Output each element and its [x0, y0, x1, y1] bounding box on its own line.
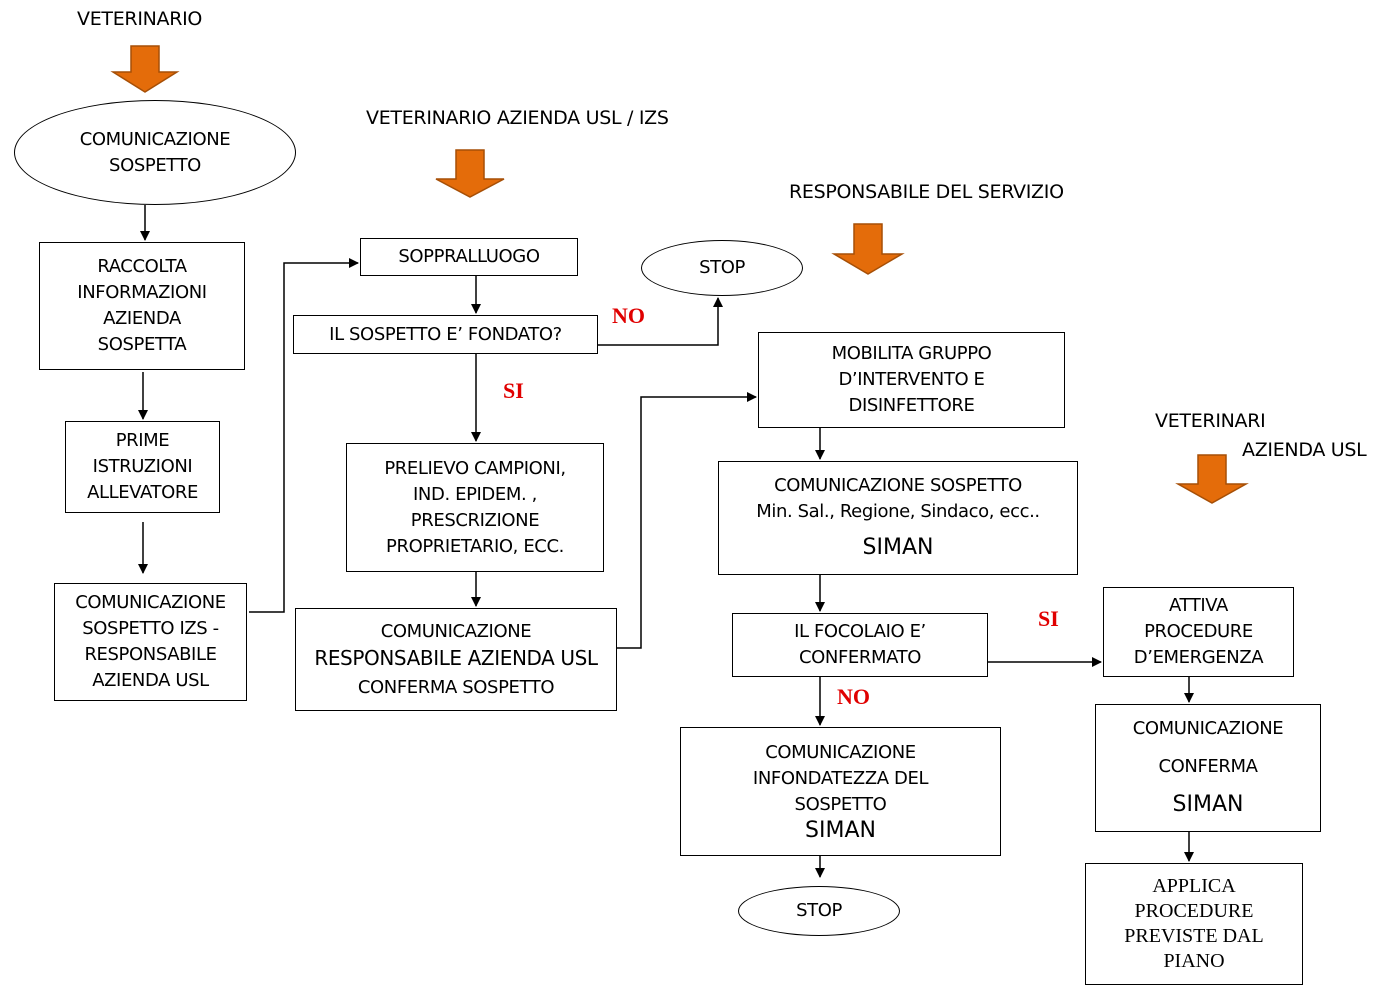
node-text: COMUNICAZIONE	[380, 620, 532, 642]
node-text: APPLICA	[1152, 875, 1236, 897]
node-text: AZIENDA USL	[92, 670, 209, 691]
node-sopralluogo: SOPPRALLUOGO	[360, 238, 578, 276]
node-text: ATTIVA	[1169, 595, 1228, 616]
node-text: COMUNICAZIONE	[75, 592, 226, 613]
node-text: PREVISTE DAL	[1124, 925, 1264, 947]
connector	[617, 392, 757, 649]
node-text: SOSPETTO	[109, 154, 201, 176]
node-text: AZIENDA	[103, 308, 181, 329]
node-text: STOP	[699, 257, 745, 278]
node-text: CONFERMA	[1158, 756, 1258, 777]
node-text: SOSPETTO	[794, 793, 887, 815]
connector	[598, 297, 723, 346]
node-text: COMUNICAZIONE SOSPETTO	[774, 475, 1022, 496]
actor-arrow-veterinario	[110, 45, 180, 93]
node-text: STOP	[796, 900, 842, 921]
node-text: COMUNICAZIONE	[1132, 718, 1284, 739]
node-comunicazione-sospetto-ministero: COMUNICAZIONE SOSPETTO Min. Sal., Region…	[718, 461, 1078, 575]
node-comunicazione-sospetto: COMUNICAZIONE SOSPETTO	[14, 100, 296, 205]
node-text: INFONDATEZZA DEL	[752, 767, 929, 789]
branch-label-si: SI	[503, 378, 524, 403]
node-text: PRELIEVO CAMPIONI,	[384, 457, 566, 479]
actor-label-azienda-usl: AZIENDA USL	[1242, 439, 1367, 461]
node-text: SIMAN	[805, 817, 876, 843]
node-text: ISTRUZIONI	[92, 456, 193, 477]
node-raccolta-informazioni: RACCOLTA INFORMAZIONI AZIENDA SOSPETTA	[39, 242, 245, 370]
actor-label-vet-usl-izs: VETERINARIO AZIENDA USL / IZS	[366, 107, 669, 129]
actor-label-veterinario: VETERINARIO	[77, 8, 203, 30]
node-text: SIMAN	[1172, 792, 1244, 817]
node-text: SOPPRALLUOGO	[398, 246, 540, 267]
actor-label-veterinari: VETERINARI	[1155, 410, 1266, 432]
node-text: PROCEDURE	[1144, 621, 1253, 642]
node-text: SIMAN	[862, 535, 934, 560]
node-text: RESPONSABILE	[84, 644, 217, 665]
node-comunicazione-responsabile: COMUNICAZIONE RESPONSABILE AZIENDA USL C…	[295, 608, 617, 711]
actor-arrow-responsabile	[831, 223, 905, 275]
node-text: CONFERMATO	[798, 647, 922, 668]
node-attiva-procedure: ATTIVA PROCEDURE D’EMERGENZA	[1103, 587, 1294, 677]
node-text: IL SOSPETTO E’ FONDATO?	[329, 323, 562, 345]
branch-label-si: SI	[1038, 606, 1059, 631]
node-comunicazione-izs: COMUNICAZIONE SOSPETTO IZS - RESPONSABIL…	[54, 583, 247, 701]
node-text: ALLEVATORE	[87, 482, 198, 503]
node-text: D’EMERGENZA	[1133, 647, 1264, 668]
node-applica-procedure: APPLICA PROCEDURE PREVISTE DAL PIANO	[1085, 863, 1303, 985]
node-comunicazione-conferma: COMUNICAZIONE CONFERMA SIMAN	[1095, 704, 1321, 832]
node-text: DISINFETTORE	[848, 395, 975, 416]
node-text: RESPONSABILE AZIENDA USL	[314, 645, 598, 670]
node-text: PIANO	[1163, 950, 1225, 972]
node-prime-istruzioni: PRIME ISTRUZIONI ALLEVATORE	[65, 421, 220, 513]
node-focolaio-confermato: IL FOCOLAIO E’ CONFERMATO	[732, 613, 988, 677]
node-comunicazione-infondatezza: COMUNICAZIONE INFONDATEZZA DEL SOSPETTO …	[680, 727, 1001, 856]
node-text: PRIME	[115, 430, 170, 451]
actor-arrow-vet-usl-izs	[435, 149, 505, 198]
node-text: PRESCRIZIONE	[410, 509, 540, 531]
node-text: SOSPETTA	[97, 334, 187, 355]
actor-label-responsabile: RESPONSABILE DEL SERVIZIO	[789, 181, 1064, 203]
node-text: INFORMAZIONI	[77, 282, 207, 303]
node-mobilita-gruppo: MOBILITA GRUPPO D’INTERVENTO E DISINFETT…	[758, 332, 1065, 428]
node-text: MOBILITA GRUPPO	[831, 343, 992, 364]
node-text: RACCOLTA	[97, 256, 187, 277]
node-text: PROPRIETARIO, ECC.	[386, 535, 564, 557]
branch-label-no: NO	[612, 303, 645, 328]
node-text: CONFERMA SOSPETTO	[357, 676, 555, 698]
connector	[249, 258, 359, 613]
node-text: IND. EPIDEM. ,	[413, 483, 537, 505]
node-text: Min. Sal., Regione, Sindaco, ecc..	[756, 501, 1040, 522]
branch-label-no: NO	[837, 684, 870, 709]
node-text: D’INTERVENTO E	[838, 369, 985, 390]
actor-arrow-veterinari	[1175, 454, 1249, 504]
node-text: IL FOCOLAIO E’	[794, 621, 926, 642]
node-text: COMUNICAZIONE	[79, 128, 231, 150]
node-prelievo-campioni: PRELIEVO CAMPIONI, IND. EPIDEM. , PRESCR…	[346, 443, 604, 572]
node-text: PROCEDURE	[1134, 900, 1254, 922]
node-sospetto-fondato: IL SOSPETTO E’ FONDATO?	[293, 315, 598, 354]
node-text: COMUNICAZIONE	[765, 741, 916, 763]
node-stop-2: STOP	[738, 886, 900, 936]
node-text: SOSPETTO IZS -	[82, 618, 219, 639]
node-stop-1: STOP	[641, 240, 803, 296]
